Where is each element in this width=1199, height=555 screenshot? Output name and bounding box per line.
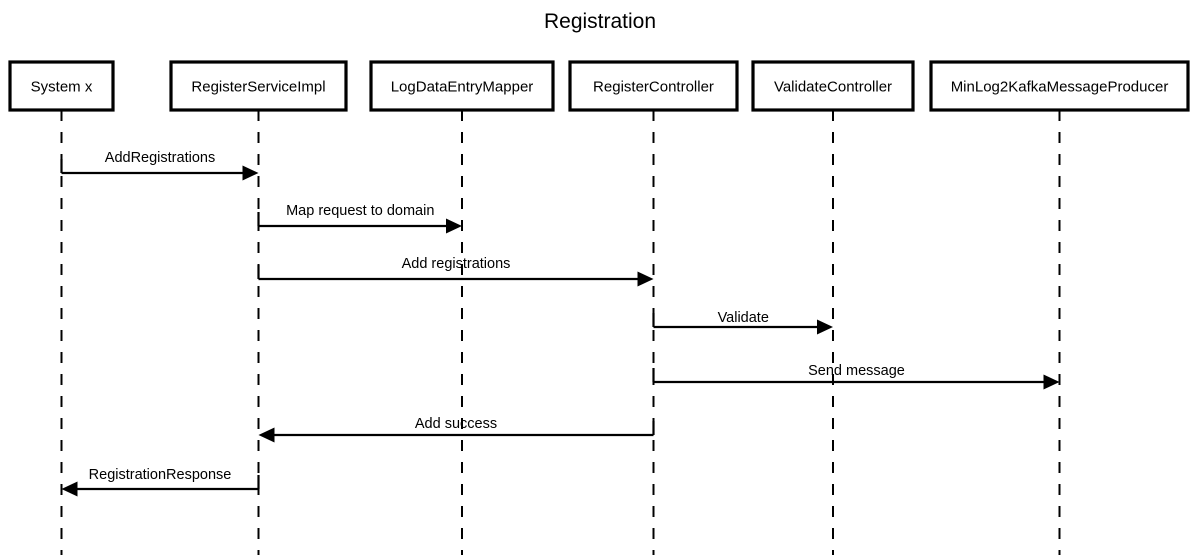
message-validate[interactable]: Validate [652,310,834,335]
message-add-registrations-2[interactable]: Add registrations [257,256,654,287]
diagram-title-group: Registration [544,10,656,33]
message-arrowhead-send-message [1043,374,1060,390]
message-arrowhead-map-request-to-domain [446,218,462,234]
participant-validate-controller[interactable]: ValidateController [751,60,915,112]
participant-register-controller[interactable]: RegisterController [568,60,739,112]
message-add-registrations[interactable]: AddRegistrations [60,150,259,181]
participant-box-register-service-impl [169,60,348,112]
participant-register-service-impl[interactable]: RegisterServiceImpl [169,60,348,112]
message-label-add-registrations: AddRegistrations [105,150,215,166]
message-arrowhead-add-success [258,427,275,443]
page-title: Registration [544,10,656,33]
participant-log-data-entry-mapper[interactable]: LogDataEntryMapper [369,60,555,112]
message-arrowhead-add-registrations [242,165,259,181]
message-label-send-message: Send message [808,363,905,379]
message-label-registration-response: RegistrationResponse [89,467,232,483]
participant-system-x[interactable]: System x [8,60,115,112]
participant-label-register-service-impl: RegisterServiceImpl [191,79,325,96]
participant-minlog2kafka-producer[interactable]: MinLog2KafkaMessageProducer [929,60,1190,112]
participant-box-validate-controller [751,60,915,112]
message-arrowhead-validate [817,319,833,335]
message-label-add-success: Add success [415,416,497,432]
message-arrowhead-registration-response [61,481,78,497]
participant-label-log-data-entry-mapper: LogDataEntryMapper [391,79,534,96]
participant-label-validate-controller: ValidateController [774,79,892,96]
message-label-validate: Validate [718,310,769,326]
participant-box-register-controller [568,60,739,112]
participant-box-minlog2kafka-producer [929,60,1190,112]
participant-label-system-x: System x [31,79,93,96]
message-send-message[interactable]: Send message [652,363,1060,390]
message-map-request-to-domain[interactable]: Map request to domain [257,203,463,234]
participant-label-minlog2kafka-producer: MinLog2KafkaMessageProducer [951,79,1169,96]
participant-box-system-x [8,60,115,112]
message-arrowhead-add-registrations-2 [637,271,654,287]
message-label-map-request-to-domain: Map request to domain [286,203,434,219]
message-add-success[interactable]: Add success [258,416,655,443]
message-registration-response[interactable]: RegistrationResponse [61,467,260,497]
participants-group: System x RegisterServiceImpl LogDataEntryM… [8,60,1190,112]
participant-box-log-data-entry-mapper [369,60,555,112]
message-label-add-registrations-2: Add registrations [402,256,511,272]
participant-label-register-controller: RegisterController [593,79,714,96]
lifelines-group [60,110,1061,555]
